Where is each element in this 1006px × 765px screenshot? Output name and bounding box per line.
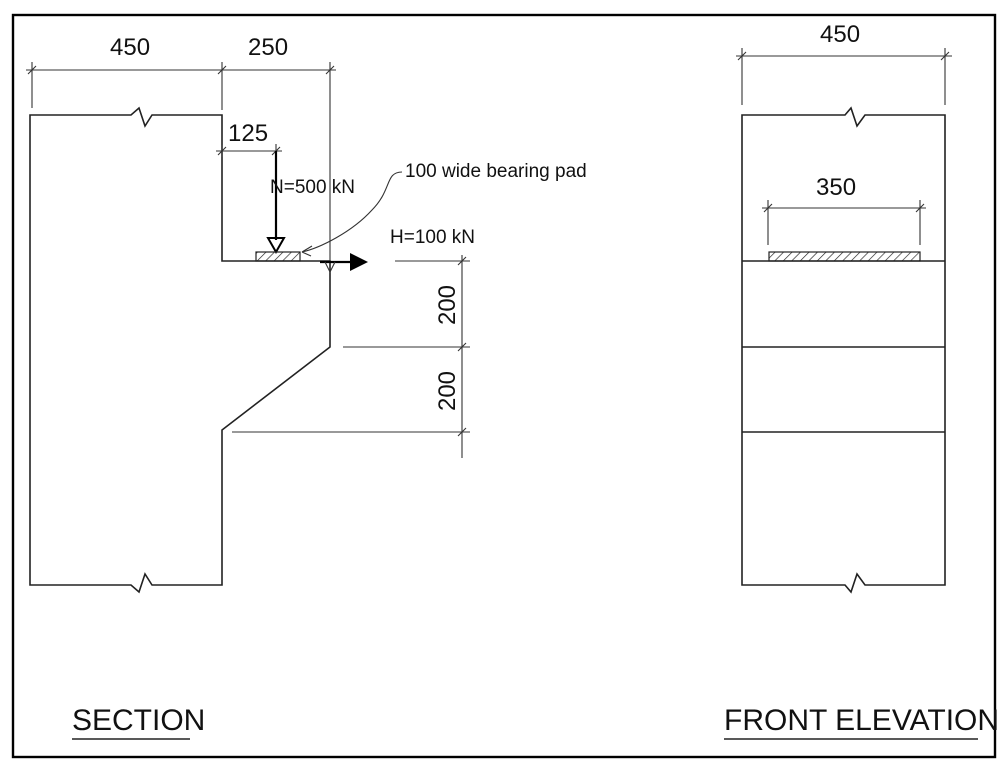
drawing-frame	[11, 13, 997, 759]
elevation-title: FRONT ELEVATION	[724, 704, 999, 737]
horizontal-load-arrow	[320, 253, 368, 274]
section-title: SECTION	[72, 704, 205, 737]
dim-elevation-width: 450	[820, 21, 860, 48]
dim-pad-width: 350	[816, 174, 856, 201]
pad-width-dimension-line	[762, 200, 926, 245]
load-vertical-label: N=500 kN	[270, 177, 355, 198]
elevation-width-dimension-line	[736, 48, 952, 105]
top-dimension-line	[26, 62, 336, 262]
column-outline	[29, 106, 331, 594]
dim-depth-top: 200	[434, 285, 461, 325]
load-horizontal-label: H=100 kN	[390, 227, 475, 248]
dim-load-offset: 125	[228, 120, 268, 147]
elevation-outline	[741, 106, 946, 594]
elevation-bearing-pad	[768, 251, 921, 262]
section-view: 450 250 125 N=500 kN 100 wide bearing pa…	[26, 34, 587, 740]
bearing-pad-leader	[301, 171, 403, 253]
dim-corbel-projection: 250	[248, 34, 288, 61]
depth-dimension-lines	[232, 255, 470, 458]
dim-depth-bottom: 200	[434, 371, 461, 411]
dim-column-width: 450	[110, 34, 150, 61]
bearing-pad	[255, 251, 301, 262]
bearing-pad-note: 100 wide bearing pad	[405, 161, 587, 182]
front-elevation-view: 450 350 FRONT ELEVATION	[724, 21, 999, 740]
vertical-load-arrow	[266, 151, 286, 255]
